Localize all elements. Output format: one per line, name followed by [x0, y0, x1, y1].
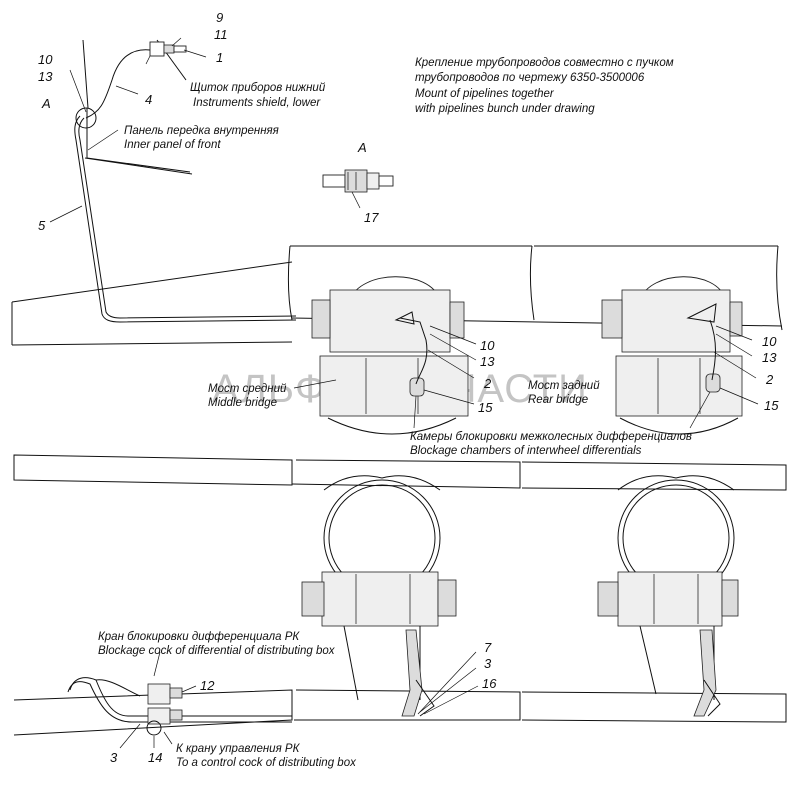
- callout-9: 9: [216, 10, 223, 25]
- rear-bridge-axle: [615, 355, 743, 417]
- middle-callout-2: 2: [483, 376, 492, 391]
- inner-panel-ru: Панель передка внутренняя: [124, 125, 279, 137]
- view-a-marker: A: [41, 96, 51, 111]
- leader-16: [423, 685, 479, 715]
- bottom-rail-right: [521, 691, 787, 723]
- mount-note-en-1: Mount of pipelines together: [415, 88, 555, 100]
- detail-a-title: A: [357, 140, 367, 155]
- rear-callout-13: 13: [762, 350, 777, 365]
- lower-left-callout-14: 14: [148, 750, 162, 765]
- control-cock-ru: К крану управления РК: [176, 743, 301, 755]
- leader-12: [181, 685, 197, 693]
- frame-rail-left-top: [11, 261, 293, 303]
- cock-label-en: Blockage cock of differential of distrib…: [98, 645, 336, 657]
- shield-fitting: [145, 41, 187, 65]
- cock-pipe-lower: [67, 681, 292, 723]
- pipe-5: [74, 115, 297, 323]
- middle-bridge-housing: [329, 289, 451, 353]
- rear-bridge-ru: Мост задний: [528, 380, 600, 392]
- lower-frame-mid: [291, 459, 521, 489]
- frame-rail-left-bottom: [11, 341, 293, 346]
- mount-note-en-2: with pipelines bunch under drawing: [415, 103, 595, 115]
- control-cock-circle: [146, 720, 162, 736]
- rear-callout-10: 10: [762, 334, 777, 349]
- control-cock-en: To a control cock of distributing box: [176, 757, 357, 769]
- callout-1: 1: [216, 50, 223, 65]
- callout-4: 4: [145, 92, 152, 107]
- instruments-shield-ru: Щиток приборов нижний: [190, 82, 326, 94]
- detail-a-fitting: [322, 169, 394, 209]
- blockage-chambers-ru: Камеры блокировки межколесных дифференци…: [410, 431, 692, 443]
- distributing-box-cock: [67, 651, 292, 749]
- leader-3: [419, 667, 477, 713]
- callout-11: 11: [214, 27, 228, 42]
- leader-chambers-rear: [689, 391, 711, 429]
- lower-callout-3: 3: [484, 656, 492, 671]
- blockage-chambers-en: Blockage chambers of interwheel differen…: [410, 445, 642, 457]
- leader-7: [417, 651, 477, 715]
- rear-bridge-housing: [621, 289, 731, 353]
- cock-body-upper: [147, 683, 171, 705]
- middle-chamber-15: [409, 377, 425, 397]
- leader-control-cock: [163, 731, 173, 745]
- callout-13: 13: [38, 69, 53, 84]
- leader-middle-bridge: [293, 379, 337, 389]
- middle-callout-13: 13: [480, 354, 495, 369]
- middle-bridge-en: Middle bridge: [208, 397, 277, 409]
- view-a-circle: [75, 107, 97, 129]
- leader-cock: [153, 651, 161, 677]
- callout-17: 17: [364, 210, 379, 225]
- mount-note-ru-2: трубопроводов по чертежу 6350-3500006: [415, 72, 645, 84]
- lower-callout-7: 7: [484, 640, 492, 655]
- lower-middle-bracket: [401, 629, 423, 717]
- frame-upper-break-left: [287, 245, 293, 321]
- rear-bridge-en: Rear bridge: [528, 394, 588, 406]
- panel-edge-line: [82, 39, 89, 109]
- cock-pipe-branch: [95, 679, 141, 697]
- leader-5: [49, 205, 83, 223]
- bottom-rail-mid: [294, 689, 521, 721]
- lower-frame-right: [521, 461, 787, 491]
- leader-1: [183, 49, 207, 58]
- lower-rear-wheel: [597, 475, 739, 717]
- lower-left-callout-12: 12: [200, 678, 215, 693]
- middle-callout-10: 10: [480, 338, 495, 353]
- leader-4: [115, 85, 139, 95]
- lower-left-callout-3: 3: [110, 750, 118, 765]
- rear-bridge: [601, 276, 759, 435]
- instruments-shield-en: Instruments shield, lower: [193, 97, 321, 109]
- callout-10: 10: [38, 52, 53, 67]
- lower-callout-16: 16: [482, 676, 497, 691]
- lower-middle-wheel: [301, 475, 479, 717]
- rear-callout-15: 15: [764, 398, 779, 413]
- leader-3-lower: [119, 723, 141, 749]
- callout-5: 5: [38, 218, 46, 233]
- middle-bridge-axle: [319, 355, 469, 417]
- middle-bridge: [311, 276, 477, 435]
- leader-panel: [87, 129, 119, 151]
- cab-front-assembly: [11, 37, 297, 346]
- middle-bridge-ru: Мост средний: [208, 383, 287, 395]
- inner-panel-edge: [84, 157, 193, 175]
- rear-pipe-2: [709, 319, 716, 381]
- pipe-4: [85, 49, 151, 119]
- leader-chambers-middle: [413, 395, 417, 429]
- pipe-5-inner: [78, 117, 297, 319]
- rear-callout-2: 2: [765, 372, 774, 387]
- mount-note-ru-1: Крепление трубопроводов совместно с пучк…: [415, 57, 674, 69]
- frame-upper-break-mid: [529, 245, 535, 321]
- lower-frame-left: [13, 454, 293, 486]
- middle-callout-15: 15: [478, 400, 493, 415]
- leader-9: [171, 37, 182, 47]
- lower-rear-bracket: [693, 629, 717, 717]
- leader-10: [69, 69, 87, 113]
- middle-pipe-2: [399, 317, 428, 385]
- cock-label-ru: Кран блокировки дифференциала РК: [98, 631, 300, 643]
- inner-panel-en: Inner panel of front: [124, 139, 221, 151]
- frame-upper-break-right: [776, 245, 783, 331]
